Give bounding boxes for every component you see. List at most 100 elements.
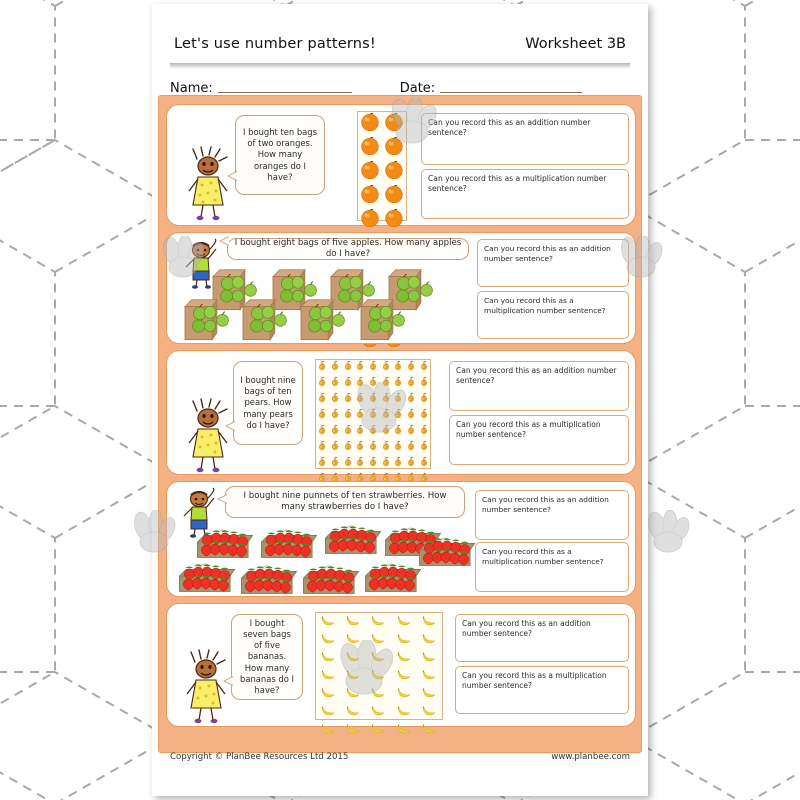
pear-fruit-icon — [392, 472, 404, 488]
prompt-text: Can you record this as an addition numbe… — [484, 244, 611, 263]
pear-fruit-icon — [367, 408, 379, 424]
orange-fruit-icon — [360, 136, 380, 160]
name-write-line[interactable] — [217, 92, 352, 93]
pear-fruit-icon — [354, 456, 366, 472]
pear-fruit-icon — [380, 376, 392, 392]
boy-character-icon — [185, 238, 217, 289]
strawberry-punnet-icon — [241, 565, 298, 594]
banana-fruit-icon — [342, 613, 365, 631]
pear-fruit-icon — [316, 408, 328, 424]
page-title: Let's use number patterns! — [174, 36, 376, 52]
pear-fruit-icon — [316, 440, 328, 456]
orange-fruit-icon — [360, 112, 380, 136]
pear-fruit-icon — [316, 456, 328, 472]
pear-fruit-icon — [367, 472, 379, 488]
pear-fruit-icon — [329, 424, 341, 440]
pear-fruit-icon — [329, 360, 341, 376]
apple-bag-icon — [359, 298, 405, 342]
orange-fruit-icon — [360, 208, 380, 232]
pear-fruit-icon — [392, 376, 404, 392]
question-row-oranges: I bought ten bags of two oranges. How ma… — [166, 104, 636, 348]
pear-fruit-icon — [354, 472, 366, 488]
pear-fruit-icon — [392, 440, 404, 456]
banana-fruit-icon — [418, 721, 441, 739]
apple-bags-array — [179, 263, 469, 342]
prompt-text: Can you record this as a multiplication … — [456, 420, 601, 439]
speech-text: I bought eight bags of five apples. How … — [234, 237, 462, 259]
apple-bag-icon — [271, 268, 317, 312]
pear-fruit-icon — [367, 456, 379, 472]
pear-fruit-icon — [342, 392, 354, 408]
oranges-array — [357, 111, 407, 348]
apple-bag-icon — [241, 298, 287, 342]
website-link[interactable]: www.planbee.com — [551, 752, 630, 762]
banana-fruit-icon — [342, 685, 365, 703]
answer-box-multiplication-bananas[interactable]: Can you record this as a multiplication … — [455, 666, 629, 714]
pear-fruit-icon — [418, 392, 430, 408]
banana-fruit-icon — [418, 667, 441, 685]
banana-fruit-icon — [393, 721, 416, 739]
date-label: Date: — [399, 81, 436, 96]
pear-fruit-icon — [354, 360, 366, 376]
answer-box-addition-oranges[interactable]: Can you record this as an addition numbe… — [421, 113, 629, 165]
pear-fruit-icon — [367, 440, 379, 456]
banana-fruit-icon — [393, 631, 416, 649]
orange-fruit-icon — [384, 136, 404, 160]
pear-fruit-icon — [380, 360, 392, 376]
pear-fruit-icon — [342, 440, 354, 456]
pear-fruit-icon — [405, 360, 417, 376]
question-row-apples: I bought eight bags of five apples. How … — [166, 232, 636, 344]
speech-bubble-pears: I bought nine bags of ten pears. How man… — [225, 361, 303, 445]
pear-fruit-icon — [392, 360, 404, 376]
answer-box-addition-strawberries[interactable]: Can you record this as an addition numbe… — [475, 490, 629, 540]
pear-fruit-icon — [418, 376, 430, 392]
banana-fruit-icon — [317, 649, 340, 667]
answer-box-addition-bananas[interactable]: Can you record this as an addition numbe… — [455, 614, 629, 662]
banana-fruit-icon — [418, 613, 441, 631]
strawberry-punnet-icon — [197, 529, 254, 558]
answer-box-multiplication-pears[interactable]: Can you record this as a multiplication … — [449, 415, 629, 465]
answer-box-addition-pears[interactable]: Can you record this as an addition numbe… — [449, 361, 629, 411]
prompt-text: Can you record this as an addition numbe… — [482, 495, 609, 514]
girl-character-icon — [186, 649, 226, 724]
pear-fruit-icon — [367, 392, 379, 408]
banana-fruit-icon — [418, 703, 441, 721]
orange-fruit-icon — [384, 160, 404, 184]
answer-box-multiplication-apples[interactable]: Can you record this as a multiplication … — [477, 291, 629, 339]
pear-fruit-icon — [367, 360, 379, 376]
banana-fruit-icon — [342, 667, 365, 685]
pear-fruit-icon — [367, 376, 379, 392]
bananas-array — [315, 612, 443, 734]
date-write-line[interactable] — [440, 92, 583, 93]
pear-fruit-icon — [316, 424, 328, 440]
strawberry-punnet-icon — [325, 525, 382, 554]
pear-fruit-icon — [367, 424, 379, 440]
pear-fruit-icon — [392, 392, 404, 408]
answer-box-multiplication-oranges[interactable]: Can you record this as a multiplication … — [421, 169, 629, 219]
pear-fruit-icon — [392, 424, 404, 440]
banana-fruit-icon — [393, 685, 416, 703]
pear-fruit-icon — [380, 440, 392, 456]
title-divider — [170, 63, 630, 69]
pear-fruit-icon — [405, 472, 417, 488]
pear-fruit-icon — [380, 424, 392, 440]
pear-fruit-icon — [329, 392, 341, 408]
pear-fruit-icon — [418, 456, 430, 472]
prompt-text: Can you record this as a multiplication … — [484, 296, 606, 315]
banana-fruit-icon — [418, 685, 441, 703]
prompt-text: Can you record this as an addition numbe… — [428, 118, 591, 137]
strawberry-punnets-array — [173, 520, 476, 596]
pear-fruit-icon — [342, 376, 354, 392]
answer-box-multiplication-strawberries[interactable]: Can you record this as a multiplication … — [475, 542, 629, 592]
pears-array — [315, 359, 431, 514]
orange-fruit-icon — [384, 184, 404, 208]
boy-character-icon — [183, 487, 215, 538]
girl-character-icon — [188, 398, 228, 473]
banana-fruit-icon — [367, 631, 390, 649]
speech-text: I bought ten bags of two oranges. How ma… — [243, 127, 317, 182]
banana-fruit-icon — [367, 703, 390, 721]
pear-fruit-icon — [405, 440, 417, 456]
answer-box-addition-apples[interactable]: Can you record this as an addition numbe… — [477, 239, 629, 287]
pear-fruit-icon — [329, 440, 341, 456]
speech-text: I bought seven bags of five bananas. How… — [240, 618, 294, 695]
